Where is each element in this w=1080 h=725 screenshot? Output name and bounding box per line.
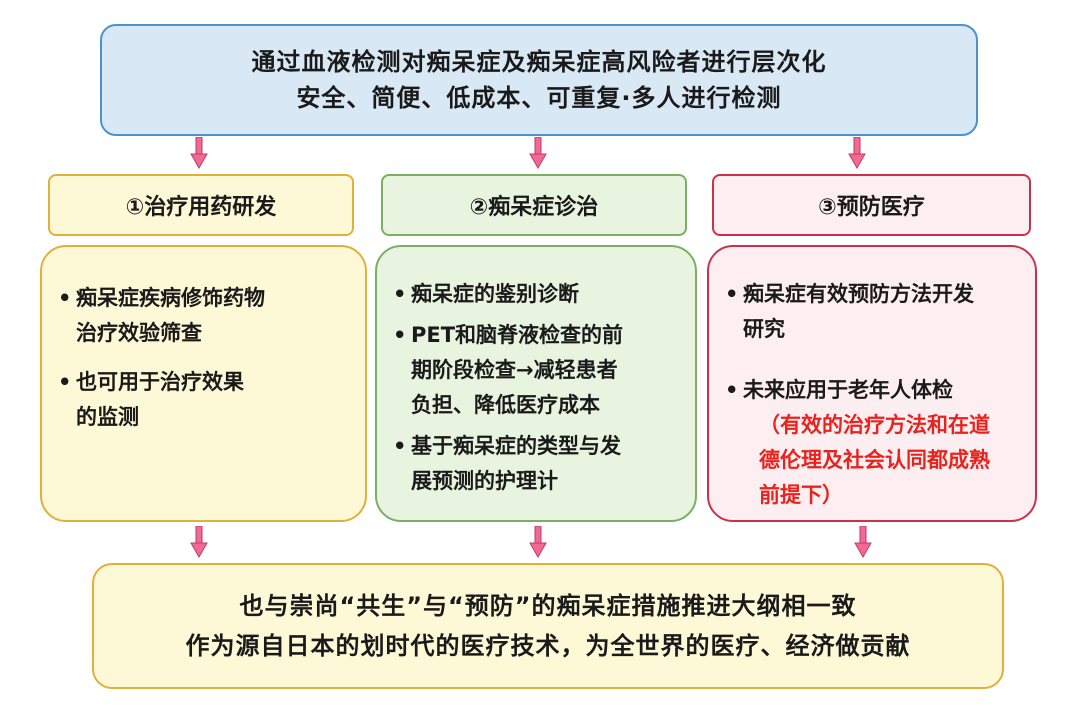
bullet: •: [393, 434, 407, 458]
down-arrow-icon: [529, 137, 547, 169]
item-line: 也可用于治疗效果: [76, 370, 244, 394]
item-line: 未来应用于老年人体检: [743, 378, 953, 402]
item-line: 基于痴呆症的类型与发: [411, 434, 621, 458]
list-item: • 痴呆症疾病修饰药物 治疗效验筛查: [54, 281, 349, 351]
down-arrow-icon: [854, 526, 872, 558]
bullet: •: [393, 282, 407, 306]
bottom-line-2: 作为源自日本的划时代的医疗技术，为全世界的医疗、经济做贡献: [185, 632, 911, 660]
item-line: 展预测的护理计: [411, 469, 558, 493]
list-item: • 基于痴呆症的类型与发 展预测的护理计: [389, 429, 679, 499]
item-line: PET和脑脊液检查的前: [411, 323, 624, 347]
bottom-conclusion-box: 也与崇尚“共生”与“预防”的痴呆症措施推进大纲相一致 作为源自日本的划时代的医疗…: [92, 563, 1004, 689]
item-line: 期阶段检查→减轻患者: [411, 358, 618, 382]
item-line: 的监测: [76, 405, 139, 429]
item-line: 治疗效验筛查: [76, 321, 202, 345]
down-arrow-icon: [190, 137, 208, 169]
column-3-header: ③预防医疗: [712, 174, 1031, 236]
top-summary-box: 通过血液检测对痴呆症及痴呆症高风险者进行层次化 安全、简便、低成本、可重复·多人…: [100, 24, 978, 136]
down-arrow-icon: [529, 526, 547, 558]
column-1-header: ①治疗用药研发: [48, 174, 354, 236]
item-line: 研究: [743, 317, 785, 341]
note-line: 前提下）: [759, 483, 843, 507]
list-item: • 痴呆症的鉴别诊断: [389, 277, 679, 312]
note-line: （有效的治疗方法和在道: [759, 413, 990, 437]
bottom-line-1: 也与崇尚“共生”与“预防”的痴呆症措施推进大纲相一致: [239, 592, 857, 620]
bullet: •: [393, 323, 407, 347]
item-line: 痴呆症疾病修饰药物: [76, 286, 265, 310]
bullet: •: [725, 282, 739, 306]
top-line-1: 通过血液检测对痴呆症及痴呆症高风险者进行层次化: [251, 48, 827, 76]
item-line: 痴呆症的鉴别诊断: [411, 282, 579, 306]
column-2-body: • 痴呆症的鉴别诊断 • PET和脑脊液检查的前 期阶段检查→减轻患者 负担、降…: [375, 245, 697, 522]
item-line: 痴呆症有效预防方法开发: [743, 282, 974, 306]
list-item: • 痴呆症有效预防方法开发 研究: [721, 277, 1019, 347]
column-1-body: • 痴呆症疾病修饰药物 治疗效验筛查 • 也可用于治疗效果 的监测: [40, 245, 367, 522]
down-arrow-icon: [848, 137, 866, 169]
column-2-header: ②痴呆症诊治: [381, 174, 687, 236]
bullet: •: [725, 378, 739, 402]
bullet: •: [58, 286, 72, 310]
note-line: 德伦理及社会认同都成熟: [759, 448, 990, 472]
item-line: 负担、降低医疗成本: [411, 393, 600, 417]
top-line-2: 安全、简便、低成本、可重复·多人进行检测: [296, 84, 782, 112]
list-item: • 未来应用于老年人体检 （有效的治疗方法和在道 德伦理及社会认同都成熟 前提下…: [721, 373, 1019, 513]
down-arrow-icon: [190, 526, 208, 558]
column-3-body: • 痴呆症有效预防方法开发 研究 • 未来应用于老年人体检 （有效的治疗方法和在…: [707, 245, 1037, 522]
bullet: •: [58, 370, 72, 394]
list-item: • 也可用于治疗效果 的监测: [54, 365, 349, 435]
list-item: • PET和脑脊液检查的前 期阶段检查→减轻患者 负担、降低医疗成本: [389, 318, 679, 423]
